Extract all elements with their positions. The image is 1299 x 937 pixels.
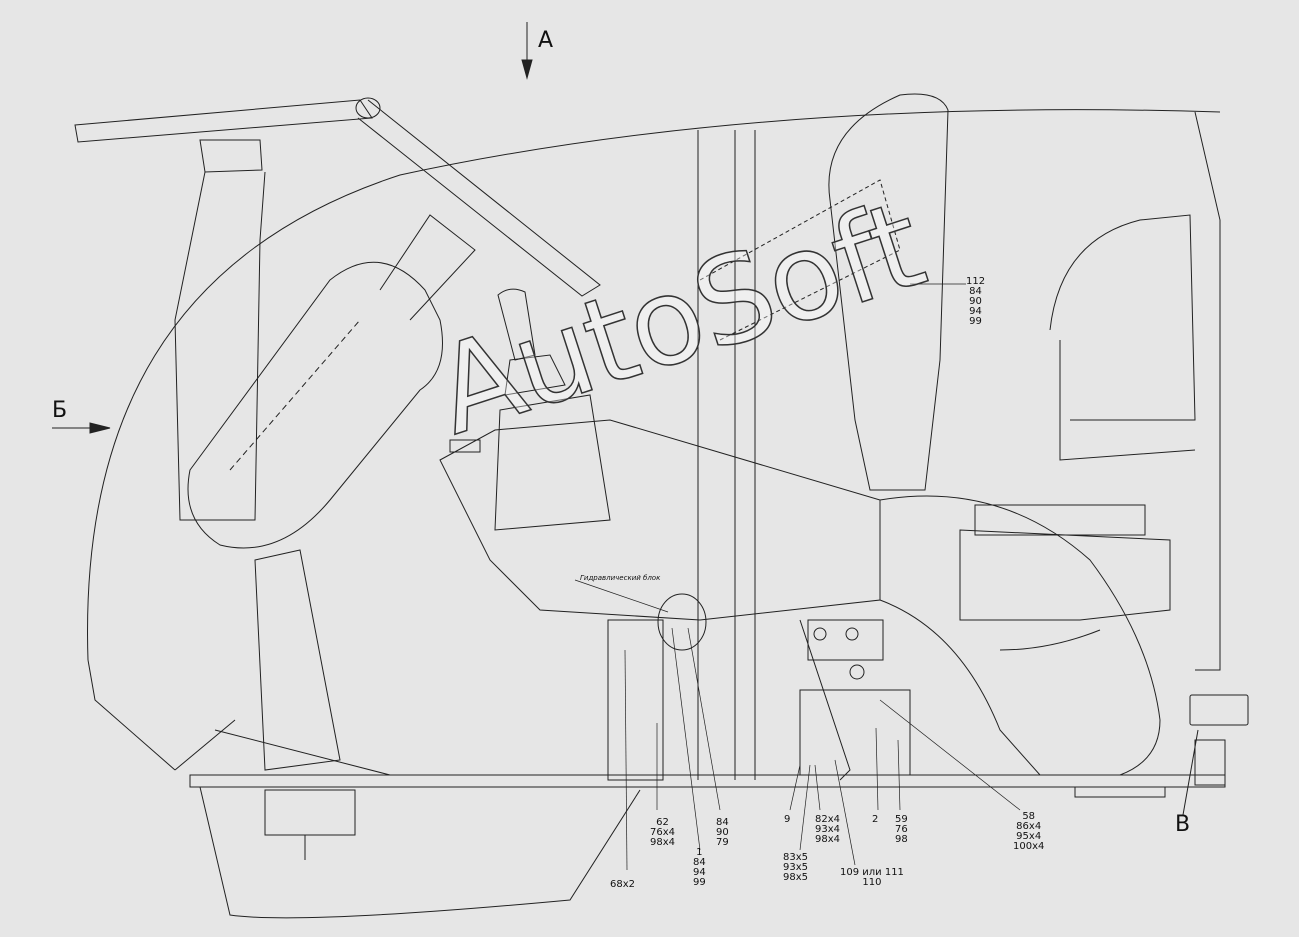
view-leader-v	[1182, 729, 1199, 816]
callout-59: 59 76 98	[895, 814, 908, 845]
operator-seat	[699, 93, 1171, 776]
callout-2: 2	[872, 814, 879, 825]
view-label-a: А	[538, 28, 554, 53]
view-arrow-a	[521, 22, 533, 80]
rear-panel	[1049, 111, 1249, 726]
callout-leaders	[624, 283, 1021, 871]
console-body	[439, 419, 881, 621]
callout-109: 109 или 111 110	[840, 867, 904, 888]
cabin-front-lower	[87, 659, 176, 771]
callout-62: 62 76x4 98x4	[650, 817, 676, 848]
hydraulic-block-leader	[574, 579, 669, 613]
console-bracket	[607, 619, 911, 781]
callout-68: 68x2	[610, 879, 636, 890]
callout-82: 82x4 93x4 98x4	[815, 814, 841, 845]
callout-84: 84 90 79	[716, 817, 729, 848]
callout-9: 9	[784, 814, 791, 825]
callout-112: 112 84 90 94 99	[966, 276, 986, 327]
view-label-b: Б	[52, 398, 68, 423]
hydraulic-block-note: Гидравлический блок	[580, 574, 661, 582]
cabin-floor	[174, 719, 1226, 919]
hydraulic-block-outline	[657, 593, 707, 651]
steering-unit	[187, 214, 476, 549]
view-label-v: В	[1175, 812, 1191, 837]
steering-column	[174, 139, 341, 771]
view-arrow-b	[52, 422, 111, 434]
joystick	[449, 288, 611, 531]
frame-verticals	[697, 130, 756, 780]
callout-83: 83x5 93x5 98x5	[783, 852, 809, 883]
callout-58: 58 86x4 95x4 100x4	[1013, 811, 1045, 852]
steering-wheel	[74, 97, 601, 297]
callout-1: 1 84 94 99	[693, 847, 706, 888]
cabin-roof-line	[87, 109, 1221, 661]
